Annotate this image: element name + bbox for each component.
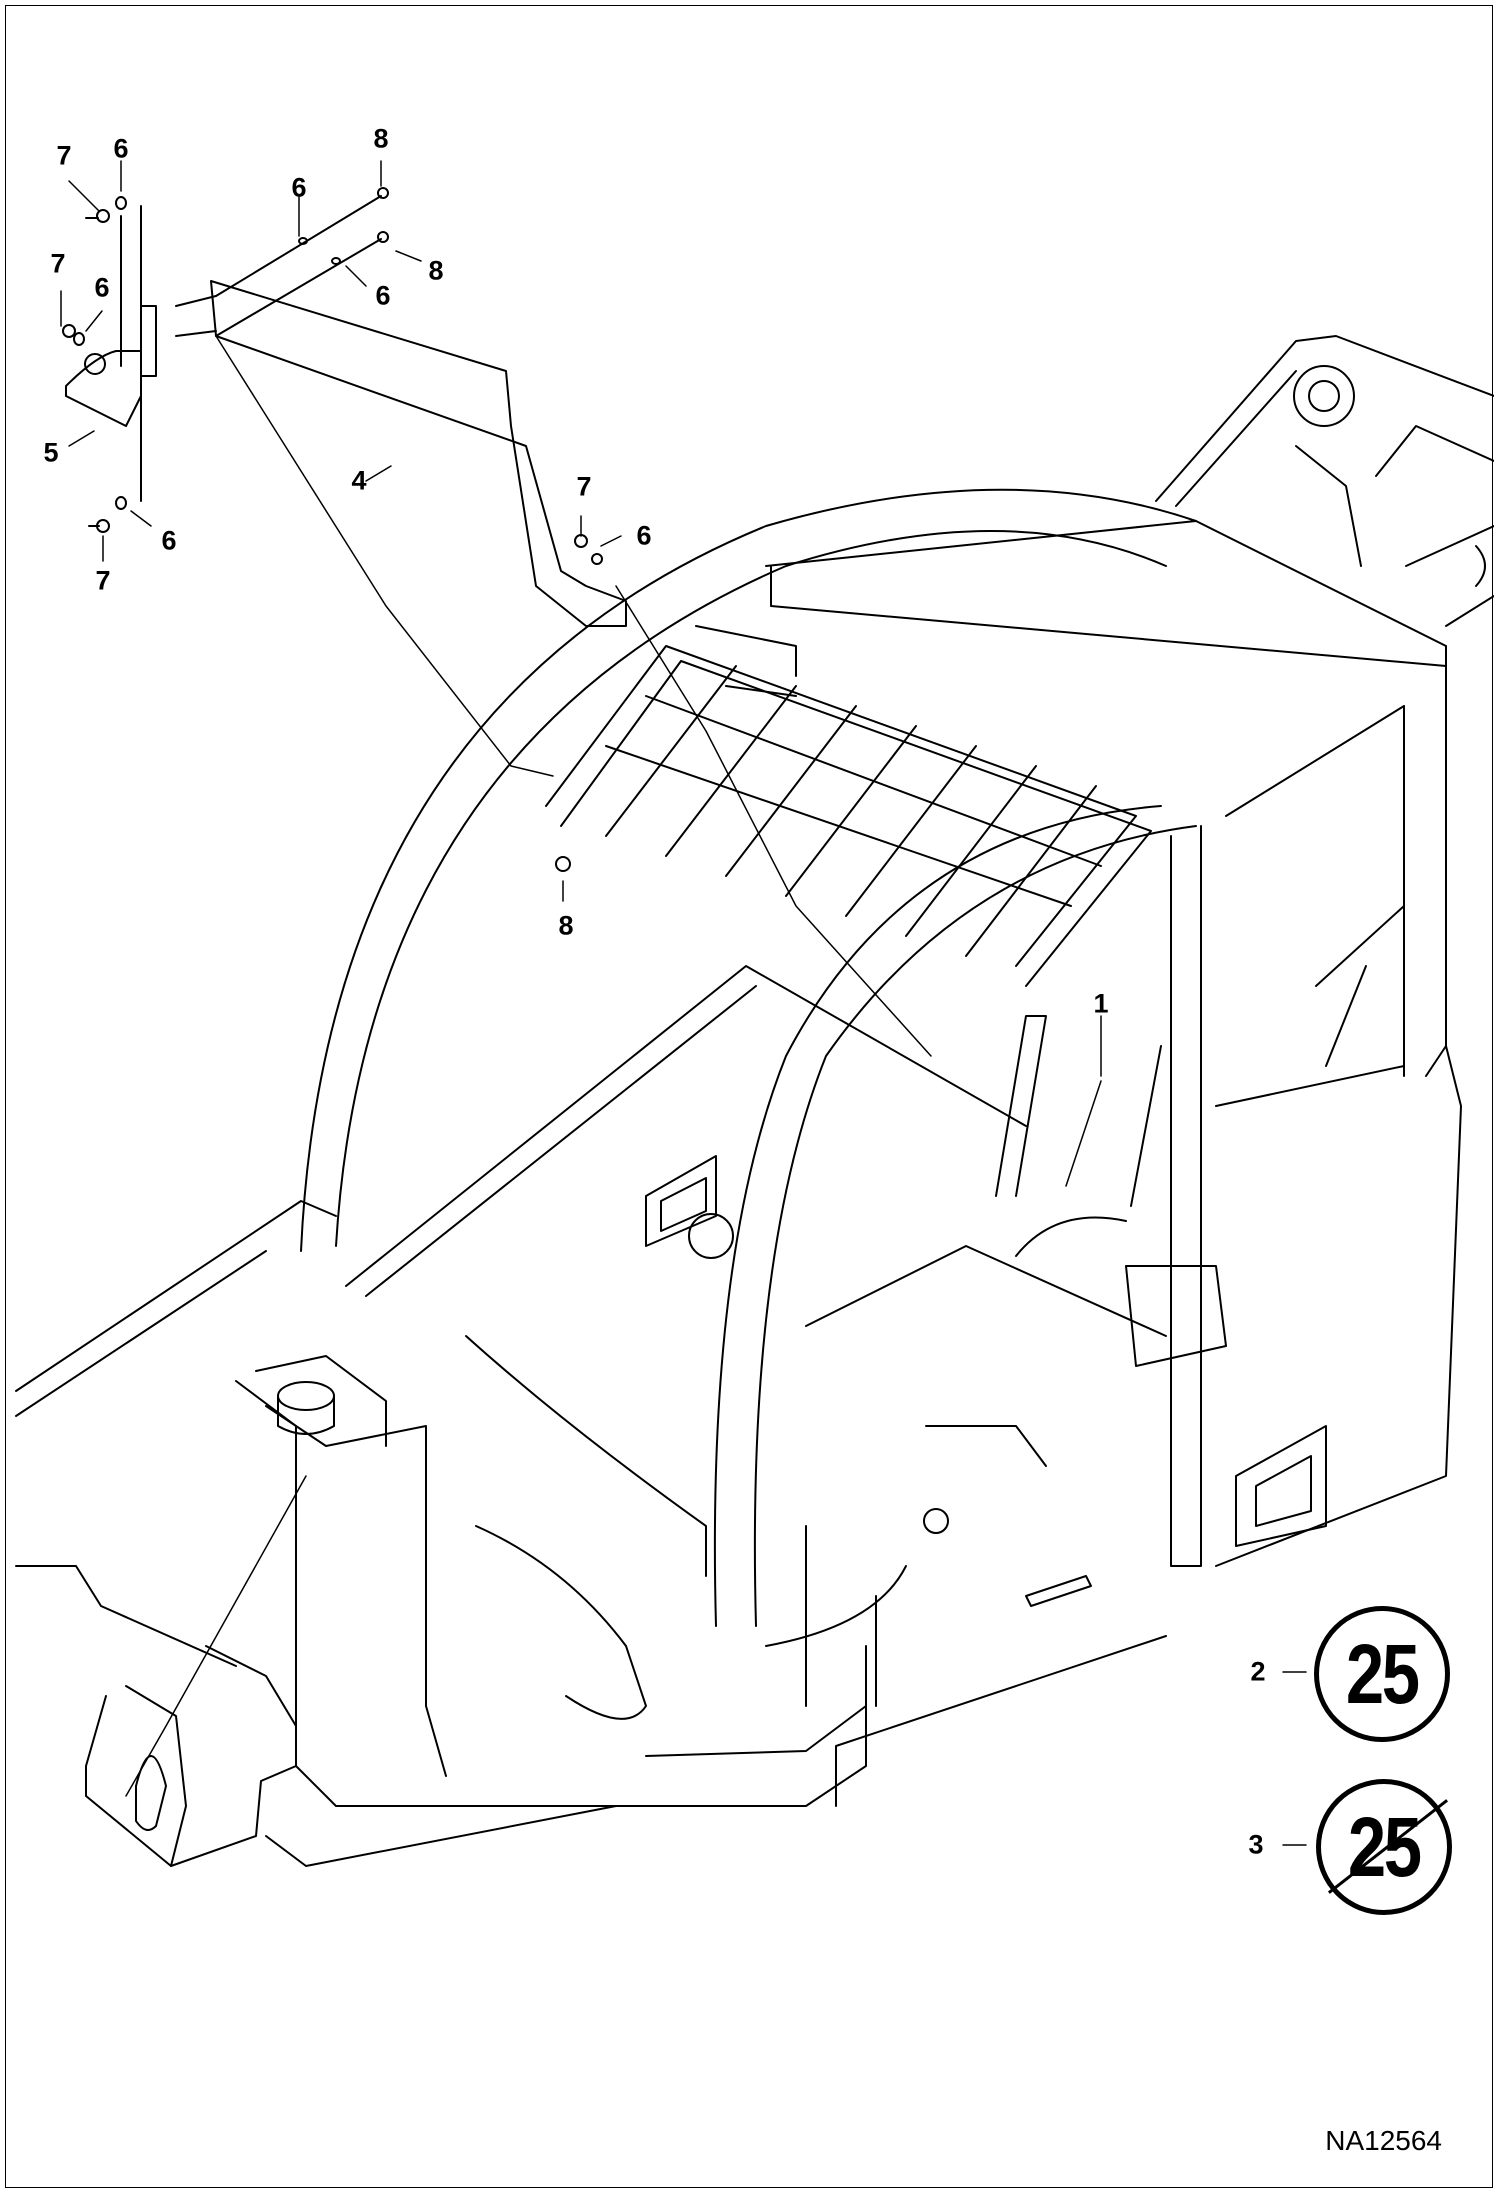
parts-diagram-page: 7 6 8 6 7 6 8 6 5 4 7 6 6 7 8 1 2 3 25 2… — [5, 5, 1494, 2188]
callout-2: 2 — [1250, 1656, 1266, 1687]
callout-6a: 6 — [113, 133, 129, 164]
cab-frame — [300, 488, 1462, 1627]
callout-7d: 7 — [95, 565, 111, 596]
speed-limit-number: 25 — [1346, 1626, 1420, 1721]
drawing-id: NA12564 — [1325, 2125, 1442, 2156]
callout-3: 3 — [1248, 1829, 1264, 1860]
callout-8a: 8 — [373, 123, 389, 154]
callout-7b: 7 — [50, 248, 66, 279]
boom-structure — [1155, 335, 1494, 627]
callout-7a: 7 — [56, 140, 72, 171]
roof-grille — [545, 625, 1152, 987]
callout-7c: 7 — [576, 471, 592, 502]
callout-6e: 6 — [636, 520, 652, 551]
callout-5: 5 — [43, 437, 59, 468]
callout-6f: 6 — [161, 525, 177, 556]
cab-frame-illustration — [15, 160, 1494, 1867]
callout-1: 1 — [1093, 988, 1109, 1019]
callout-8c: 8 — [558, 910, 574, 941]
callout-6c: 6 — [94, 272, 110, 303]
speed-limit-sign: 25 — [1314, 1606, 1450, 1742]
chassis-frame — [15, 1200, 867, 1867]
cover-panel-4 — [65, 280, 627, 627]
callout-6b: 6 — [291, 172, 307, 203]
speed-limit-end-sign: 25 — [1316, 1779, 1452, 1915]
callout-4: 4 — [351, 465, 367, 496]
cab-floor — [345, 965, 1227, 1807]
callout-6d: 6 — [375, 280, 391, 311]
leader-lines — [60, 160, 1307, 1846]
callout-8b: 8 — [428, 255, 444, 286]
